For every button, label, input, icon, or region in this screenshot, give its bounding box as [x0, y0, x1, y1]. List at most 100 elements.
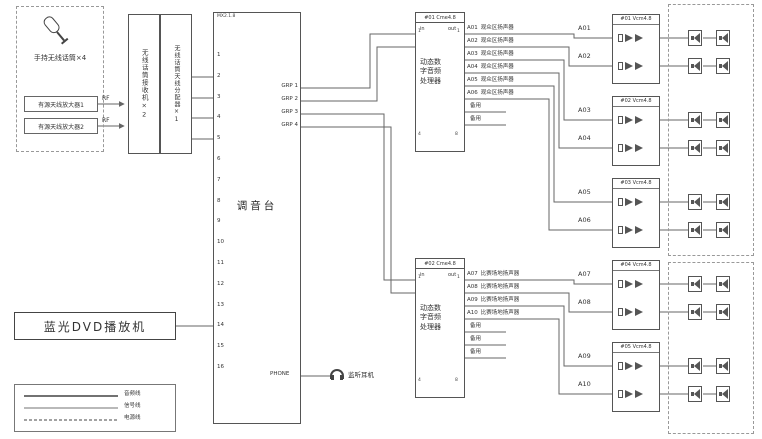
output-label: 观众区扬声器 — [480, 25, 514, 31]
grp-output-label: GRP 3 — [281, 109, 298, 115]
headphone-icon — [330, 369, 344, 380]
speaker-icon — [688, 112, 702, 128]
bluray-dvd-player: 蓝光DVD播放机 — [14, 312, 176, 340]
amplifier-box: #05 Vcm4.8 — [612, 342, 660, 412]
speaker-icon — [688, 222, 702, 238]
amplifier-header: #01 Vcm4.8 — [613, 15, 659, 25]
amp-channel-icon — [618, 141, 643, 155]
amp-channel-label: A01 — [578, 24, 591, 32]
antenna-distributor-label: 无线话筒天线分配器×1 — [173, 44, 180, 124]
processor-1-out-count: 8 — [455, 132, 458, 137]
headphone-label: 监听耳机 — [348, 371, 374, 379]
amp-input-square — [618, 308, 623, 316]
processor-output-row: 备用 — [467, 349, 481, 356]
amp-triangle-icon — [625, 198, 633, 206]
mixer-input-number: 16 — [217, 364, 224, 370]
rf-label-2: RF — [102, 117, 110, 124]
output-label: 观众区扬声器 — [480, 51, 514, 57]
processor-output-row: 备用 — [467, 103, 481, 110]
legend-label: 电源线 — [124, 415, 141, 421]
mixer-input-number: 9 — [217, 218, 221, 225]
speaker-icon — [688, 386, 702, 402]
amp-triangle-icon — [625, 144, 633, 152]
mixer-input-number: 2 — [217, 72, 221, 79]
amp-input-square — [618, 34, 623, 42]
processor-1-header: #01 Cme4.8 — [416, 13, 464, 23]
amplifier-header: #02 Vcm4.8 — [613, 97, 659, 107]
amp-triangle-icon — [625, 390, 633, 398]
antenna-amp-1: 有源天线放大器1 — [24, 96, 98, 112]
amp-triangle-icon — [635, 116, 643, 124]
amp-triangle-icon — [635, 308, 643, 316]
output-label: 比赛场地扬声器 — [480, 284, 520, 290]
speaker-icon — [716, 386, 730, 402]
mixer-input-number: 3 — [217, 93, 221, 100]
speaker-icon — [716, 140, 730, 156]
amp-channel-icon — [618, 113, 643, 127]
speaker-icon — [688, 194, 702, 210]
amp-channel-icon — [618, 305, 643, 319]
amplifier-header: #05 Vcm4.8 — [613, 343, 659, 353]
mixer-phone-label: PHONE — [270, 371, 290, 377]
amp-channel-label: A07 — [578, 270, 591, 278]
speaker-group-bottom — [668, 262, 754, 434]
wireless-receiver-box: 无线话筒接收机×2 — [128, 14, 160, 154]
amplifier-header: #03 Vcm4.8 — [613, 179, 659, 189]
amp-triangle-icon — [635, 390, 643, 398]
amp-input-square — [618, 280, 623, 288]
speaker-icon — [716, 58, 730, 74]
mixer-input-number: 10 — [217, 239, 224, 246]
amp-triangle-icon — [625, 280, 633, 288]
output-id: A03 — [467, 51, 478, 57]
legend-label: 信号线 — [124, 403, 141, 409]
speaker-icon — [688, 30, 702, 46]
mixer-input-number: 11 — [217, 260, 224, 266]
wireless-receiver-label: 无线话筒接收机×2 — [140, 48, 149, 120]
mixer-input-number: 8 — [217, 197, 221, 204]
output-label: 备用 — [470, 323, 482, 329]
output-id: A07 — [467, 271, 478, 277]
amp-input-square — [618, 62, 623, 70]
processor-1-in-label: in — [420, 26, 425, 32]
output-id: A01 — [467, 25, 478, 31]
amp-channel-icon — [618, 31, 643, 45]
output-label: 比赛场地扬声器 — [480, 310, 520, 316]
amplifier-box: #02 Vcm4.8 — [612, 96, 660, 166]
wireless-mic-group-box — [16, 6, 104, 152]
amp-triangle-icon — [635, 198, 643, 206]
amp-input-square — [618, 198, 623, 206]
legend-label: 音频线 — [124, 391, 141, 397]
amp-triangle-icon — [635, 144, 643, 152]
amp-channel-label: A05 — [578, 188, 591, 196]
grp-output-label: GRP 1 — [281, 83, 298, 89]
mixer-model: MX2.1.8 — [217, 14, 236, 19]
speaker-group-top — [668, 4, 754, 256]
output-label: 备用 — [470, 116, 482, 122]
processor-1-out-first-pin: 1 — [457, 29, 460, 34]
processor-1-in-count: 4 — [418, 132, 421, 137]
amplifier-box: #03 Vcm4.8 — [612, 178, 660, 248]
amp-input-square — [618, 390, 623, 398]
speaker-icon — [688, 304, 702, 320]
processor-output-row: 备用 — [467, 116, 482, 123]
output-id: A08 — [467, 284, 478, 290]
processor-2-in-first-pin: 1 — [418, 275, 421, 280]
amp-triangle-icon — [635, 62, 643, 70]
amplifier-box: #04 Vcm4.8 — [612, 260, 660, 330]
amp-triangle-icon — [635, 362, 643, 370]
mixer-box — [213, 12, 301, 424]
processor-2-function-label: 动态数字音频处理器 — [420, 304, 441, 331]
processor-output-row: 备用 — [467, 323, 482, 330]
amp-triangle-icon — [635, 226, 643, 234]
processor-output-row: 备用 — [467, 336, 481, 343]
processor-2-out-label: out — [448, 272, 457, 278]
output-id: A04 — [467, 64, 478, 70]
amp-triangle-icon — [625, 308, 633, 316]
amp-input-square — [618, 362, 623, 370]
mixer-input-number: 5 — [217, 135, 221, 142]
amp-triangle-icon — [635, 280, 643, 288]
